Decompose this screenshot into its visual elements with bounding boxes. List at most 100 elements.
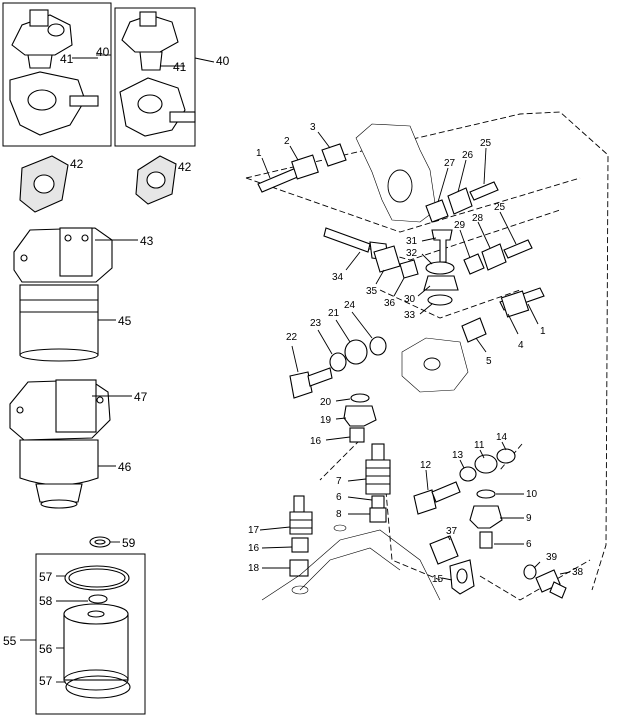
sleeve-27 bbox=[425, 199, 449, 223]
fuel-lift-pump-a bbox=[9, 9, 99, 136]
washer-14 bbox=[496, 448, 516, 464]
injection-pump-housing bbox=[355, 123, 437, 223]
nut-19 bbox=[343, 405, 377, 427]
o-ring-57-bottom bbox=[65, 675, 131, 699]
banjo-fitting-30 bbox=[423, 275, 459, 291]
label-28: 28 bbox=[472, 213, 484, 224]
delivery-valve-holder-7 bbox=[365, 443, 391, 495]
label-24: 24 bbox=[344, 300, 356, 311]
label-26: 26 bbox=[462, 150, 474, 161]
olive-6-center bbox=[371, 495, 385, 509]
label-7: 7 bbox=[336, 476, 342, 487]
label-13: 13 bbox=[452, 450, 464, 461]
label-14: 14 bbox=[496, 432, 508, 443]
label-5: 5 bbox=[486, 356, 492, 367]
label-31: 31 bbox=[406, 236, 418, 247]
label-21: 21 bbox=[328, 308, 340, 319]
label-25-top: 25 bbox=[480, 138, 492, 149]
label-57b: 57 bbox=[39, 674, 53, 688]
sleeve-29 bbox=[463, 253, 485, 275]
label-1-right: 1 bbox=[540, 326, 546, 337]
fuel-filter-assembly-43 bbox=[13, 227, 113, 362]
pipe-25-top bbox=[469, 181, 499, 201]
label-37: 37 bbox=[446, 526, 458, 537]
label-1-top: 1 bbox=[256, 148, 262, 159]
olive-16-lower bbox=[291, 537, 309, 553]
label-16-upper: 16 bbox=[310, 436, 322, 447]
label-40b: 40 bbox=[216, 54, 230, 68]
washer-32 bbox=[425, 261, 455, 275]
label-19: 19 bbox=[320, 415, 332, 426]
label-9: 9 bbox=[526, 513, 532, 524]
label-18: 18 bbox=[248, 563, 260, 574]
sleeve-3 bbox=[321, 143, 347, 167]
banjo-bolt-31 bbox=[431, 229, 453, 263]
banjo-21 bbox=[344, 339, 368, 365]
label-46: 46 bbox=[118, 460, 132, 474]
label-56: 56 bbox=[39, 642, 53, 656]
filter-element-56 bbox=[63, 603, 129, 691]
label-30: 30 bbox=[404, 294, 416, 305]
label-40a: 40 bbox=[96, 45, 110, 59]
label-6-center: 6 bbox=[336, 492, 342, 503]
label-3: 3 bbox=[310, 122, 316, 133]
label-12: 12 bbox=[420, 460, 432, 471]
label-58: 58 bbox=[39, 594, 53, 608]
banjo-bolt-1-top bbox=[257, 154, 319, 193]
label-6-right: 6 bbox=[526, 539, 532, 550]
injection-pump-lower bbox=[261, 524, 441, 601]
label-25-mid: 25 bbox=[494, 202, 506, 213]
label-45: 45 bbox=[118, 314, 132, 328]
nut-9 bbox=[469, 505, 503, 529]
label-32: 32 bbox=[406, 248, 418, 259]
label-57a: 57 bbox=[39, 570, 53, 584]
label-4: 4 bbox=[518, 340, 524, 351]
sleeve-36 bbox=[399, 259, 419, 279]
label-36: 36 bbox=[384, 298, 396, 309]
fuel-filter-assembly-47 bbox=[9, 379, 111, 509]
pipe-25-mid bbox=[503, 239, 533, 259]
label-22: 22 bbox=[286, 332, 298, 343]
label-27: 27 bbox=[444, 158, 456, 169]
nut-26 bbox=[447, 187, 473, 215]
label-8: 8 bbox=[336, 509, 342, 520]
label-33: 33 bbox=[404, 310, 416, 321]
label-23: 23 bbox=[310, 318, 322, 329]
label-20: 20 bbox=[320, 397, 332, 408]
washer-24 bbox=[369, 336, 387, 356]
banjo-bolt-22 bbox=[289, 367, 333, 399]
label-42b: 42 bbox=[178, 160, 192, 174]
fuel-lift-pump-b bbox=[119, 11, 196, 137]
olive-6-right bbox=[479, 531, 493, 549]
banjo-11 bbox=[474, 454, 498, 474]
delivery-valve-holder-17 bbox=[289, 495, 313, 535]
label-15: 15 bbox=[432, 574, 444, 585]
label-55: 55 bbox=[3, 634, 17, 648]
banjo-bolt-12 bbox=[413, 481, 461, 515]
washer-13 bbox=[459, 466, 477, 482]
label-11: 11 bbox=[474, 440, 485, 451]
label-17: 17 bbox=[248, 525, 260, 536]
sleeve-5 bbox=[461, 317, 487, 343]
washer-10 bbox=[476, 489, 496, 499]
label-34: 34 bbox=[332, 272, 344, 283]
label-47: 47 bbox=[134, 390, 148, 404]
sleeve-37 bbox=[429, 535, 459, 565]
banjo-bolt-1-right bbox=[499, 287, 545, 318]
label-10: 10 bbox=[526, 489, 538, 500]
sleeve-8 bbox=[369, 507, 387, 523]
label-59: 59 bbox=[122, 536, 136, 550]
label-2: 2 bbox=[284, 136, 290, 147]
label-41a: 41 bbox=[60, 52, 74, 66]
label-43: 43 bbox=[140, 234, 154, 248]
fuel-block bbox=[401, 337, 469, 393]
nut-28 bbox=[481, 243, 507, 271]
washer-39 bbox=[523, 564, 537, 580]
washer-20 bbox=[350, 393, 370, 403]
pump-variant-a-frame bbox=[2, 2, 112, 147]
washer-23 bbox=[329, 352, 347, 372]
label-16-lower: 16 bbox=[248, 543, 260, 554]
label-41b: 41 bbox=[173, 60, 187, 74]
banjo-bolt-38 bbox=[535, 569, 567, 599]
